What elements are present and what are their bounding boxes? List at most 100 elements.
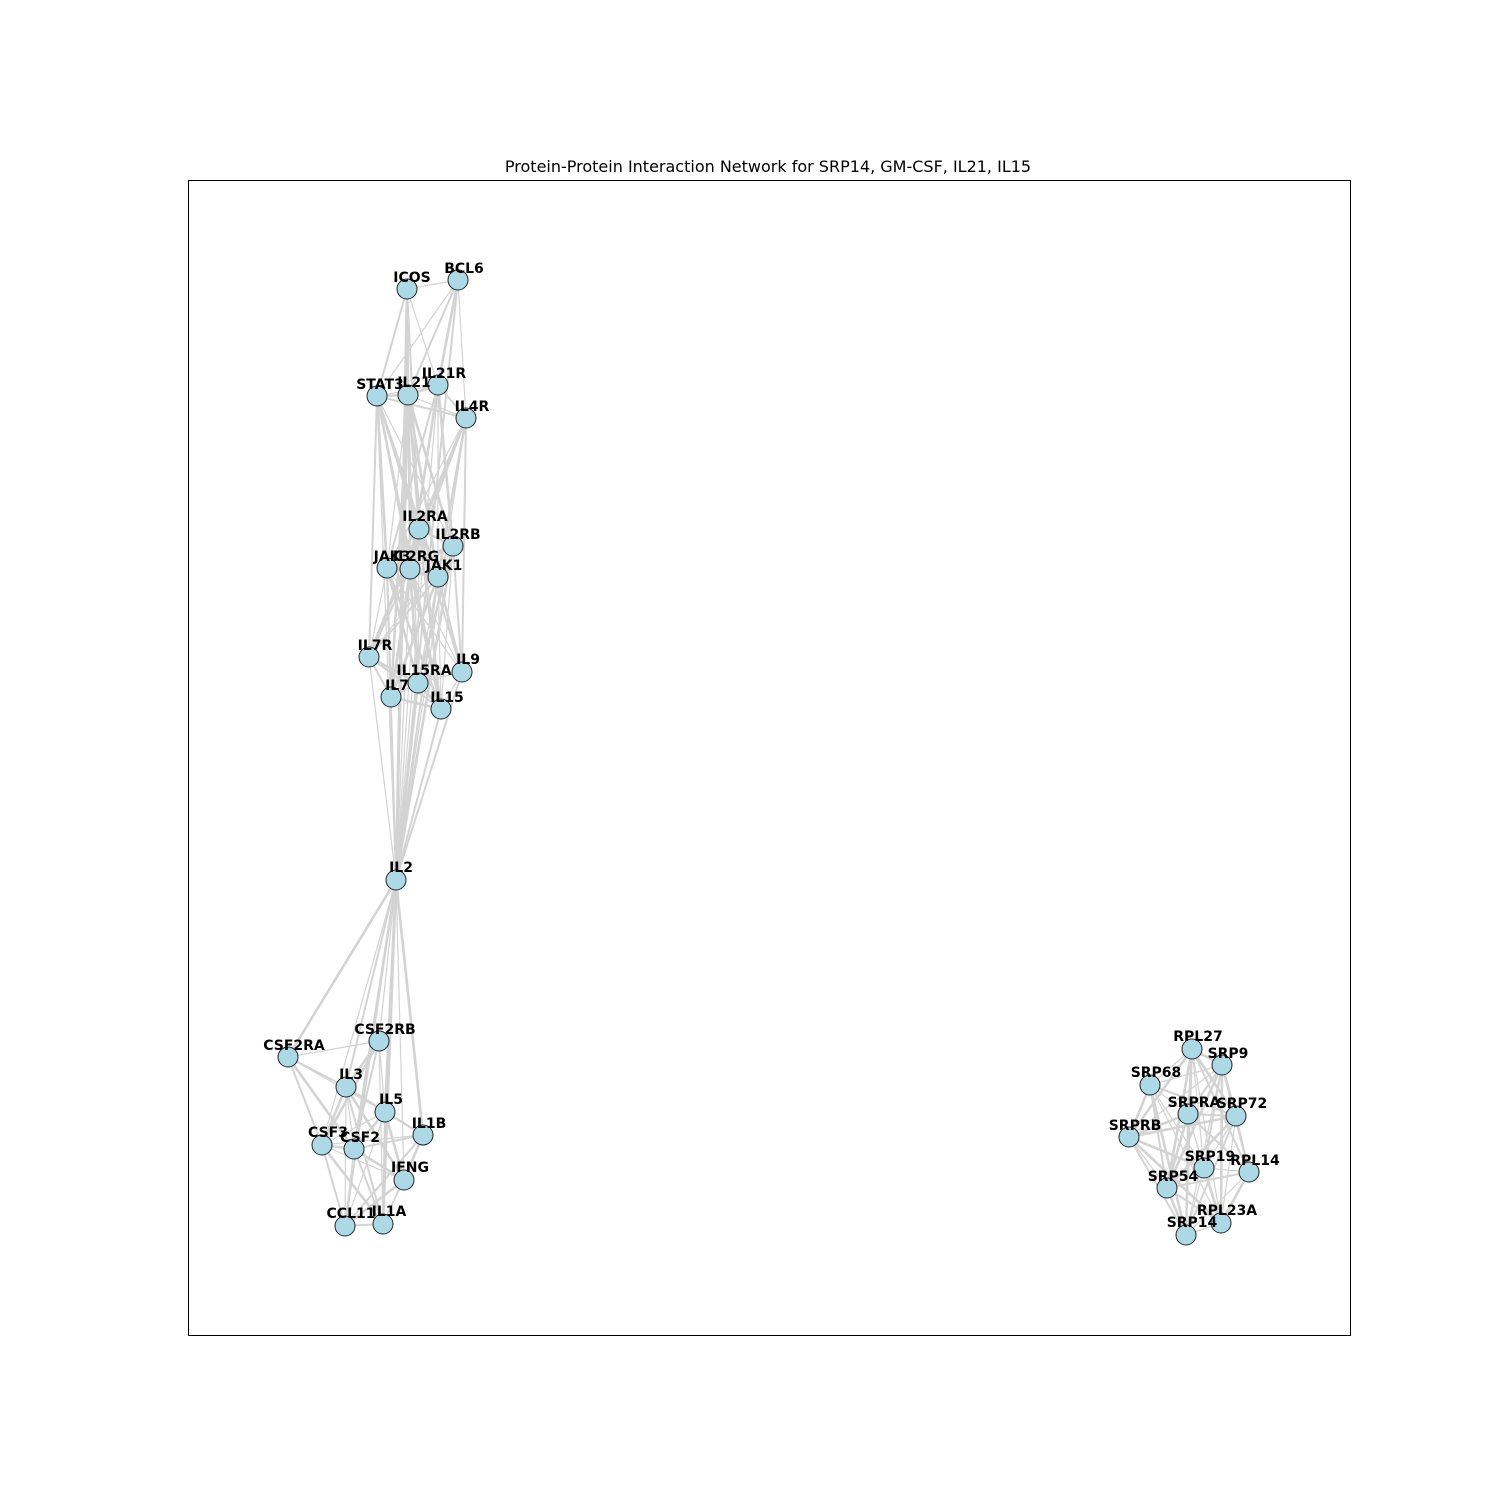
- node-label-il2rg: IL2RG: [393, 549, 439, 565]
- node-stat3: [366, 385, 388, 407]
- edge-bcl6-il4r: [457, 279, 467, 419]
- edge-rpl14-srp54: [1166, 1171, 1250, 1189]
- node-il15: [430, 698, 452, 720]
- node-csf3: [311, 1134, 333, 1156]
- edge-srp9-srp19: [1203, 1064, 1223, 1169]
- edge-srp72-srp54: [1165, 1114, 1238, 1190]
- edge-il7-il2: [390, 696, 397, 881]
- node-label-il21: IL21: [397, 375, 431, 391]
- edge-il21-jak3: [386, 394, 409, 569]
- nodes-layer: [277, 269, 1260, 1246]
- node-il2ra: [408, 518, 430, 540]
- edge-srprb-rpl23a: [1127, 1135, 1223, 1225]
- node-label-il21r: IL21R: [422, 366, 467, 382]
- edge-bcl6-il21: [407, 279, 459, 396]
- node-label-il1a: IL1A: [372, 1204, 407, 1220]
- edge-il5-ccl11: [344, 1111, 386, 1227]
- edge-srp68-srp72: [1149, 1084, 1237, 1117]
- edge-srp9-srprb: [1128, 1064, 1223, 1138]
- chart-title: Protein-Protein Interaction Network for …: [505, 157, 1031, 176]
- node-il2: [385, 869, 407, 891]
- edge-icos-il21r: [406, 288, 439, 386]
- edge-il2rg-il15: [408, 567, 443, 711]
- labels-layer: ICOSBCL6STAT3IL21IL21RIL4RIL2RAIL2RBJAK3…: [263, 261, 1280, 1231]
- edge-rpl27-srp19: [1191, 1048, 1205, 1169]
- node-srp72: [1225, 1105, 1247, 1127]
- edge-csf2-ccl11: [344, 1148, 355, 1227]
- node-label-srpra: SRPRA: [1168, 1095, 1221, 1111]
- node-label-bcl6: BCL6: [444, 261, 484, 277]
- node-srpra: [1177, 1103, 1199, 1125]
- edge-il4r-jak3: [386, 417, 467, 569]
- node-label-il2rb: IL2RB: [435, 527, 480, 543]
- edge-csf2ra-csf2rb: [287, 1040, 380, 1058]
- edge-il3-ccl11: [344, 1086, 347, 1227]
- node-label-il15: IL15: [430, 690, 464, 706]
- edge-il2rg-il7r: [368, 568, 411, 658]
- edge-srp9-rpl23a: [1219, 1063, 1224, 1225]
- edge-csf2rb-il5: [378, 1040, 386, 1113]
- edge-csf3-il1a: [320, 1143, 385, 1226]
- node-label-srp68: SRP68: [1131, 1065, 1182, 1081]
- node-il1b: [412, 1124, 434, 1146]
- edge-il7r-il15: [368, 656, 442, 710]
- edge-il2-csf3: [321, 879, 397, 1146]
- edge-rpl14-srp14: [1185, 1171, 1250, 1236]
- edge-il2rb-il15ra: [416, 544, 455, 685]
- node-rpl27: [1181, 1038, 1203, 1060]
- node-il1a: [372, 1213, 394, 1235]
- node-label-il5: IL5: [379, 1092, 403, 1108]
- node-label-srp54: SRP54: [1148, 1169, 1199, 1185]
- node-srp9: [1211, 1054, 1233, 1076]
- node-ifng: [393, 1169, 415, 1191]
- edge-srpra-srp14: [1185, 1113, 1189, 1236]
- edge-stat3-il7r: [368, 395, 378, 658]
- node-bcl6: [447, 269, 469, 291]
- edge-srprb-srp54: [1128, 1136, 1168, 1189]
- edge-il2-il1b: [394, 878, 425, 1137]
- node-label-srp9: SRP9: [1208, 1046, 1249, 1062]
- node-srprb: [1118, 1126, 1140, 1148]
- node-label-ifng: IFNG: [391, 1160, 429, 1176]
- node-il4r: [455, 407, 477, 429]
- edge-jak1-il2: [395, 576, 439, 881]
- edge-bcl6-il21r: [436, 278, 460, 387]
- edge-jak1-il7r: [368, 576, 439, 658]
- edge-il21-il2: [395, 394, 409, 881]
- node-il21: [397, 384, 419, 406]
- node-label-rpl14: RPL14: [1230, 1153, 1280, 1169]
- node-icos: [396, 278, 418, 300]
- node-label-jak3: JAK3: [373, 549, 411, 565]
- edge-il2rg-il2: [395, 568, 411, 881]
- edge-il2-il3: [345, 879, 397, 1088]
- edge-srprb-srp19: [1127, 1135, 1206, 1170]
- edge-il15-il2: [395, 708, 442, 881]
- node-il2rb: [442, 535, 464, 557]
- edge-il2-il1a: [381, 878, 398, 1226]
- edge-csf2ra-csf3: [287, 1056, 323, 1146]
- edge-il3-ifng: [344, 1085, 406, 1182]
- edge-icos-stat3: [376, 288, 408, 397]
- edge-srp72-rpl23a: [1220, 1115, 1237, 1224]
- node-label-srp19: SRP19: [1185, 1149, 1236, 1165]
- node-label-csf3: CSF3: [308, 1125, 348, 1141]
- node-label-il4r: IL4R: [455, 399, 490, 415]
- edge-il2rb-il15: [440, 545, 454, 710]
- edge-il2-ifng: [395, 879, 405, 1181]
- node-label-il15ra: IL15RA: [396, 663, 451, 679]
- node-il7: [380, 686, 402, 708]
- node-label-csf2rb: CSF2RB: [354, 1022, 415, 1038]
- edge-il7r-il2: [368, 656, 397, 881]
- edge-il2rb-il9: [452, 545, 463, 673]
- node-label-csf2: CSF2: [340, 1130, 380, 1146]
- edge-il2-csf2rb: [378, 879, 397, 1042]
- edge-srp72-srprb: [1127, 1114, 1238, 1139]
- edge-srp19-srp14: [1185, 1167, 1205, 1236]
- edge-bcl6-stat3: [376, 279, 459, 397]
- node-label-rpl27: RPL27: [1173, 1029, 1222, 1045]
- edge-il4r-il9: [461, 417, 467, 673]
- node-csf2ra: [277, 1046, 299, 1068]
- edge-stat3-il4r: [376, 395, 467, 419]
- edge-srp9-srp54: [1165, 1063, 1224, 1190]
